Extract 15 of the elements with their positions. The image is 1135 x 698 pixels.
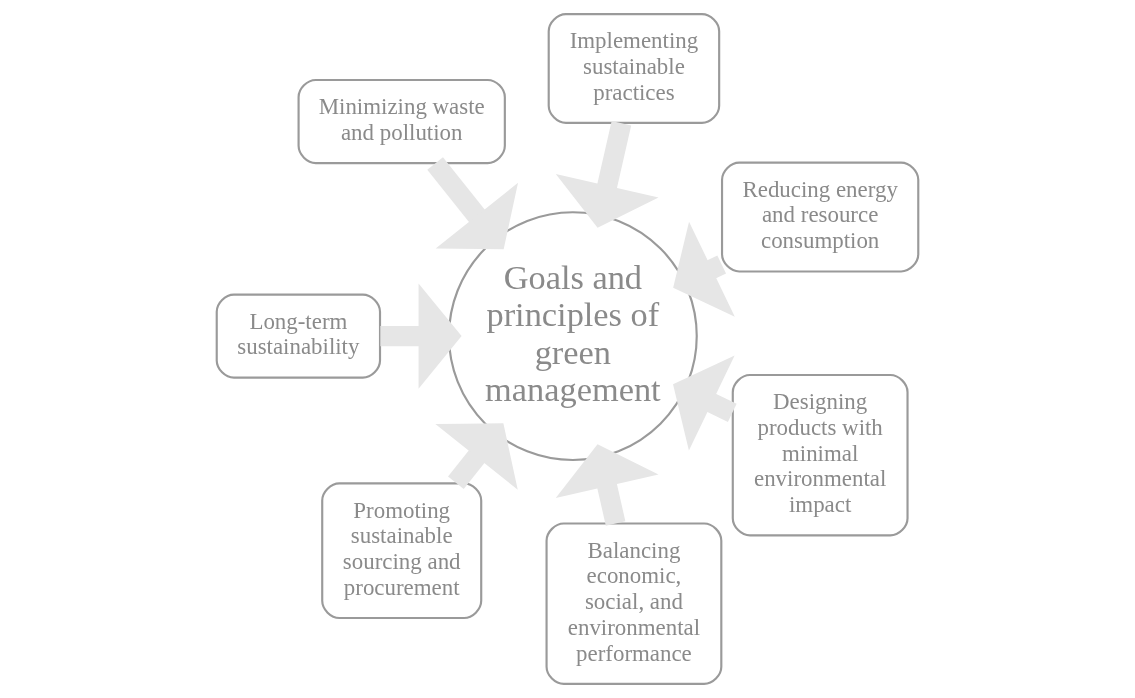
arrow — [380, 283, 462, 389]
arrow — [673, 355, 737, 451]
arrow — [555, 121, 659, 228]
arrow — [427, 157, 519, 250]
node-circle: Goals and principles of green management — [447, 211, 698, 462]
node-box: Balancing economic, social, and environmental performance — [545, 522, 723, 685]
node-box: Implementing sustainable practices — [547, 13, 721, 124]
arrow — [673, 221, 735, 317]
node-box: Long-term sustainability — [215, 293, 382, 379]
node-box: Reducing energy and resource consumption — [720, 161, 920, 273]
node-box: Promoting sustainable sourcing and procurement — [321, 482, 483, 620]
arrow — [555, 444, 659, 526]
node-box: Minimizing waste and pollution — [297, 78, 506, 165]
arrow — [435, 423, 518, 490]
node-box: Designing products with minimal environmental impact — [731, 373, 909, 537]
